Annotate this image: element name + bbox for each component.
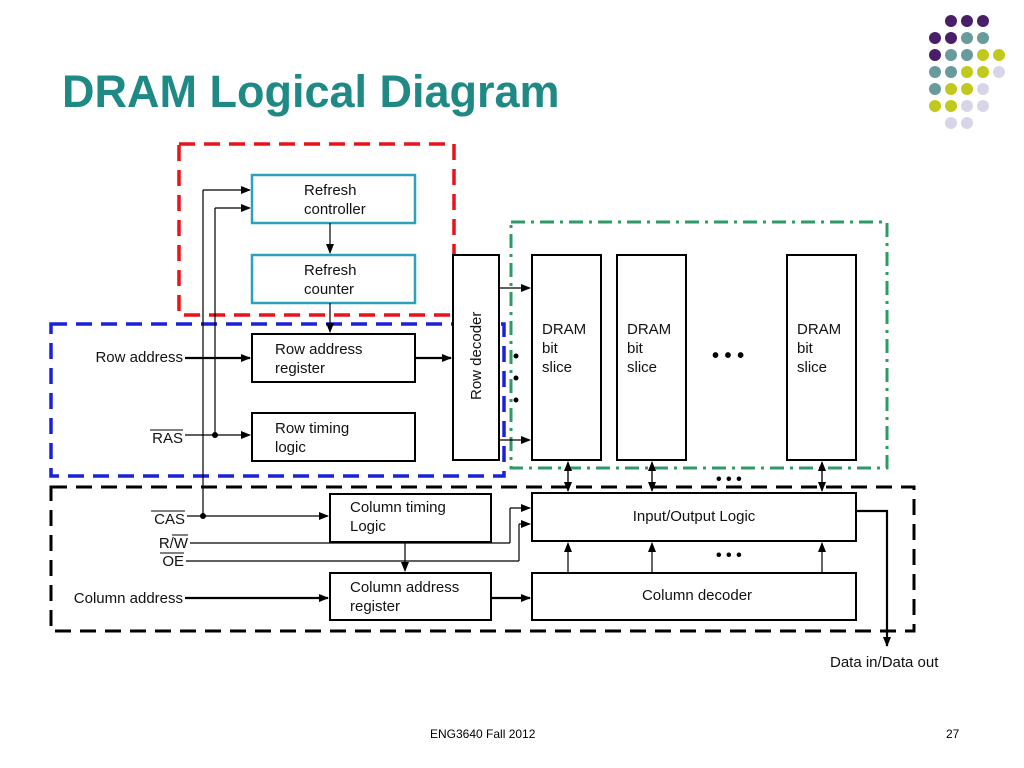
decorative-dot	[945, 15, 957, 27]
refresh-controller-label-2: controller	[304, 201, 366, 218]
rw-signal-label: R/W	[159, 535, 189, 552]
decorative-dot	[929, 66, 941, 78]
column-decoder-block	[531, 572, 857, 621]
bit-slice-1-label-1: DRAM	[542, 321, 586, 338]
row-address-register-label-1: Row address	[275, 341, 363, 358]
dram-bit-slice-n	[786, 254, 857, 461]
decorative-dot	[929, 100, 941, 112]
row-group-frame	[49, 322, 506, 478]
dram-bit-slice-2	[616, 254, 687, 461]
refresh-counter-block	[250, 253, 417, 305]
decorative-dot	[945, 83, 957, 95]
decorative-dot	[961, 49, 973, 61]
row-decoder-block	[452, 254, 500, 461]
decorative-dot	[993, 66, 1005, 78]
decorative-dot	[977, 32, 989, 44]
refresh-controller-block	[250, 173, 417, 225]
decorative-dot	[929, 49, 941, 61]
row-address-register-block	[251, 333, 416, 383]
decorative-dot	[977, 49, 989, 61]
decorative-dot	[961, 66, 973, 78]
column-address-signal-label: Column address	[74, 590, 183, 607]
decorative-dot	[977, 15, 989, 27]
column-address-register-block	[329, 572, 492, 621]
decorative-dot	[961, 83, 973, 95]
column-decoder-label: Column decoder	[642, 587, 752, 604]
bit-slice-2-label-2: bit	[627, 340, 644, 357]
decorative-dot	[961, 117, 973, 129]
decorative-dot	[977, 66, 989, 78]
data-io-signal-label: Data in/Data out	[830, 654, 939, 671]
column-timing-logic-label-1: Column timing	[350, 499, 446, 516]
decorative-dot	[945, 32, 957, 44]
decorative-dot	[961, 15, 973, 27]
refresh-group-frame	[177, 142, 456, 317]
row-address-register-label-2: register	[275, 360, 325, 377]
row-decoder-label: Row decoder	[468, 312, 485, 400]
cas-signal-label: CAS	[154, 511, 185, 528]
bit-slice-n-label-1: DRAM	[797, 321, 841, 338]
row-timing-logic-label-1: Row timing	[275, 420, 349, 437]
decorative-dot	[945, 66, 957, 78]
row-timing-logic-block	[251, 412, 416, 462]
decorative-dot	[945, 100, 957, 112]
refresh-controller-label-1: Refresh	[304, 182, 357, 199]
decorative-dot	[929, 32, 941, 44]
dram-bit-slice-1	[531, 254, 602, 461]
bit-slice-n-label-2: bit	[797, 340, 814, 357]
column-timing-logic-block	[329, 493, 492, 543]
decorative-dot	[993, 49, 1005, 61]
bit-slice-1-label-3: slice	[542, 359, 572, 376]
decorative-dot-grid	[929, 15, 1005, 129]
decorative-dot	[961, 32, 973, 44]
bit-slice-2-label-1: DRAM	[627, 321, 671, 338]
slide-title: DRAM Logical Diagram	[62, 66, 560, 117]
refresh-counter-label-2: counter	[304, 281, 354, 298]
bit-slice-n-label-3: slice	[797, 359, 827, 376]
column-timing-logic-label-2: Logic	[350, 518, 386, 535]
refresh-counter-label-1: Refresh	[304, 262, 357, 279]
decorative-dot	[945, 49, 957, 61]
decoder-ellipsis: • • •	[716, 547, 742, 564]
bit-slice-1-label-2: bit	[542, 340, 559, 357]
decorative-dot	[961, 100, 973, 112]
row-timing-logic-label-2: logic	[275, 439, 306, 456]
io-ellipsis: • • •	[716, 471, 742, 488]
page-number: 27	[946, 727, 960, 741]
decorative-dot	[977, 100, 989, 112]
decorative-dot	[977, 83, 989, 95]
row-address-signal-label: Row address	[95, 349, 183, 366]
interconnect-wires	[185, 186, 891, 647]
decorative-dot	[929, 83, 941, 95]
decorative-dot	[945, 117, 957, 129]
footer-text: ENG3640 Fall 2012	[430, 727, 536, 741]
bit-slice-ellipsis: • • •	[712, 345, 744, 367]
column-group-frame	[49, 485, 916, 633]
column-address-register-label-1: Column address	[350, 579, 459, 596]
input-output-logic-block	[531, 492, 857, 542]
oe-signal-label: OE	[162, 553, 184, 570]
input-output-logic-label: Input/Output Logic	[633, 508, 756, 525]
bit-slice-2-label-3: slice	[627, 359, 657, 376]
ras-signal-label: RAS	[152, 430, 183, 447]
array-group-frame	[509, 220, 889, 470]
column-address-register-label-2: register	[350, 598, 400, 615]
